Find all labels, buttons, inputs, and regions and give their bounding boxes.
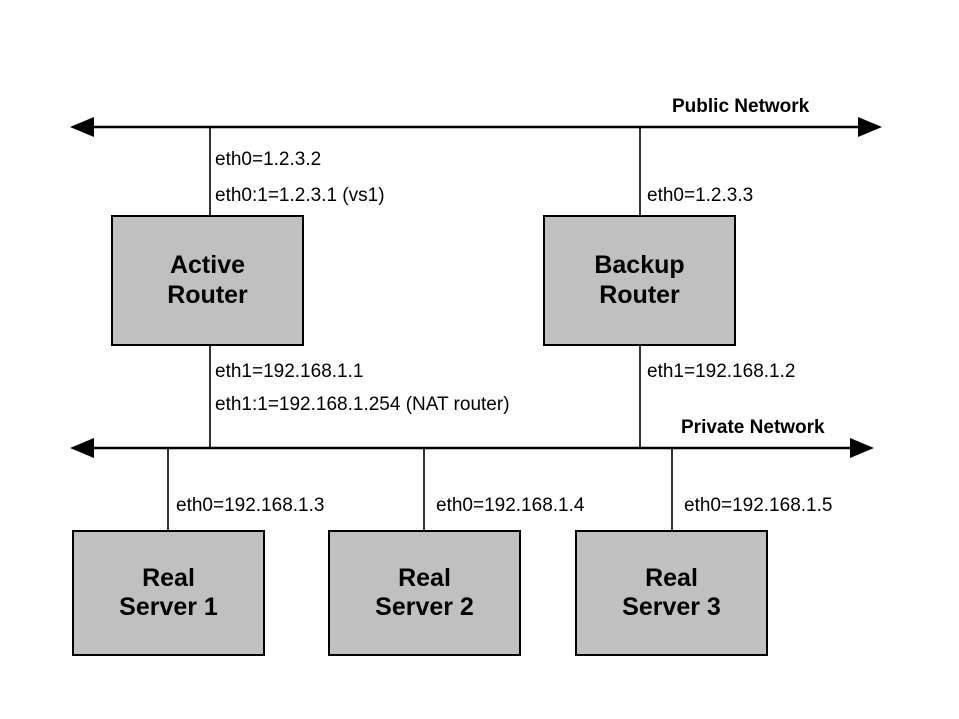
node-real-server-3-line2: Server 3 (622, 593, 721, 621)
public-bus-right-arrowhead (858, 117, 882, 137)
public-bus-left-arrowhead (70, 117, 94, 137)
node-backup-router-line1: Backup (594, 251, 685, 279)
node-backup-router[interactable]: Backup Router (543, 215, 736, 346)
active-router-eth0-label: eth0=1.2.3.2 (215, 149, 322, 170)
real-server-2-eth0-label: eth0=192.168.1.4 (436, 495, 585, 516)
real-server-1-eth0-label: eth0=192.168.1.3 (176, 495, 325, 516)
private-network-bus (70, 438, 874, 458)
node-real-server-2[interactable]: Real Server 2 (328, 530, 521, 656)
node-real-server-2-line2: Server 2 (375, 593, 474, 621)
node-real-server-1-line1: Real (142, 563, 195, 592)
node-active-router[interactable]: Active Router (111, 215, 304, 346)
node-active-router-line1: Active (169, 251, 246, 279)
public-network-bus (70, 117, 882, 137)
private-bus-right-arrowhead (850, 438, 874, 458)
node-real-server-3[interactable]: Real Server 3 (575, 530, 768, 656)
private-network-label: Private Network (681, 417, 825, 438)
node-real-server-1-line2: Server 1 (119, 593, 218, 621)
node-backup-router-line2: Router (599, 280, 680, 309)
real-server-3-eth0-label: eth0=192.168.1.5 (684, 495, 833, 516)
public-network-label: Public Network (672, 96, 810, 117)
backup-router-eth1-label: eth1=192.168.1.2 (647, 361, 796, 382)
backup-router-eth0-label: eth0=1.2.3.3 (647, 185, 754, 206)
active-router-eth1-alias-label: eth1:1=192.168.1.254 (NAT router) (215, 394, 510, 415)
node-real-server-3-line1: Real (645, 563, 698, 592)
private-bus-left-arrowhead (70, 438, 94, 458)
active-router-eth0-alias-label: eth0:1=1.2.3.1 (vs1) (215, 185, 385, 206)
node-real-server-2-line1: Real (398, 563, 451, 592)
node-active-router-line2: Router (167, 280, 248, 309)
node-real-server-1[interactable]: Real Server 1 (72, 530, 265, 656)
active-router-eth1-label: eth1=192.168.1.1 (215, 361, 364, 382)
